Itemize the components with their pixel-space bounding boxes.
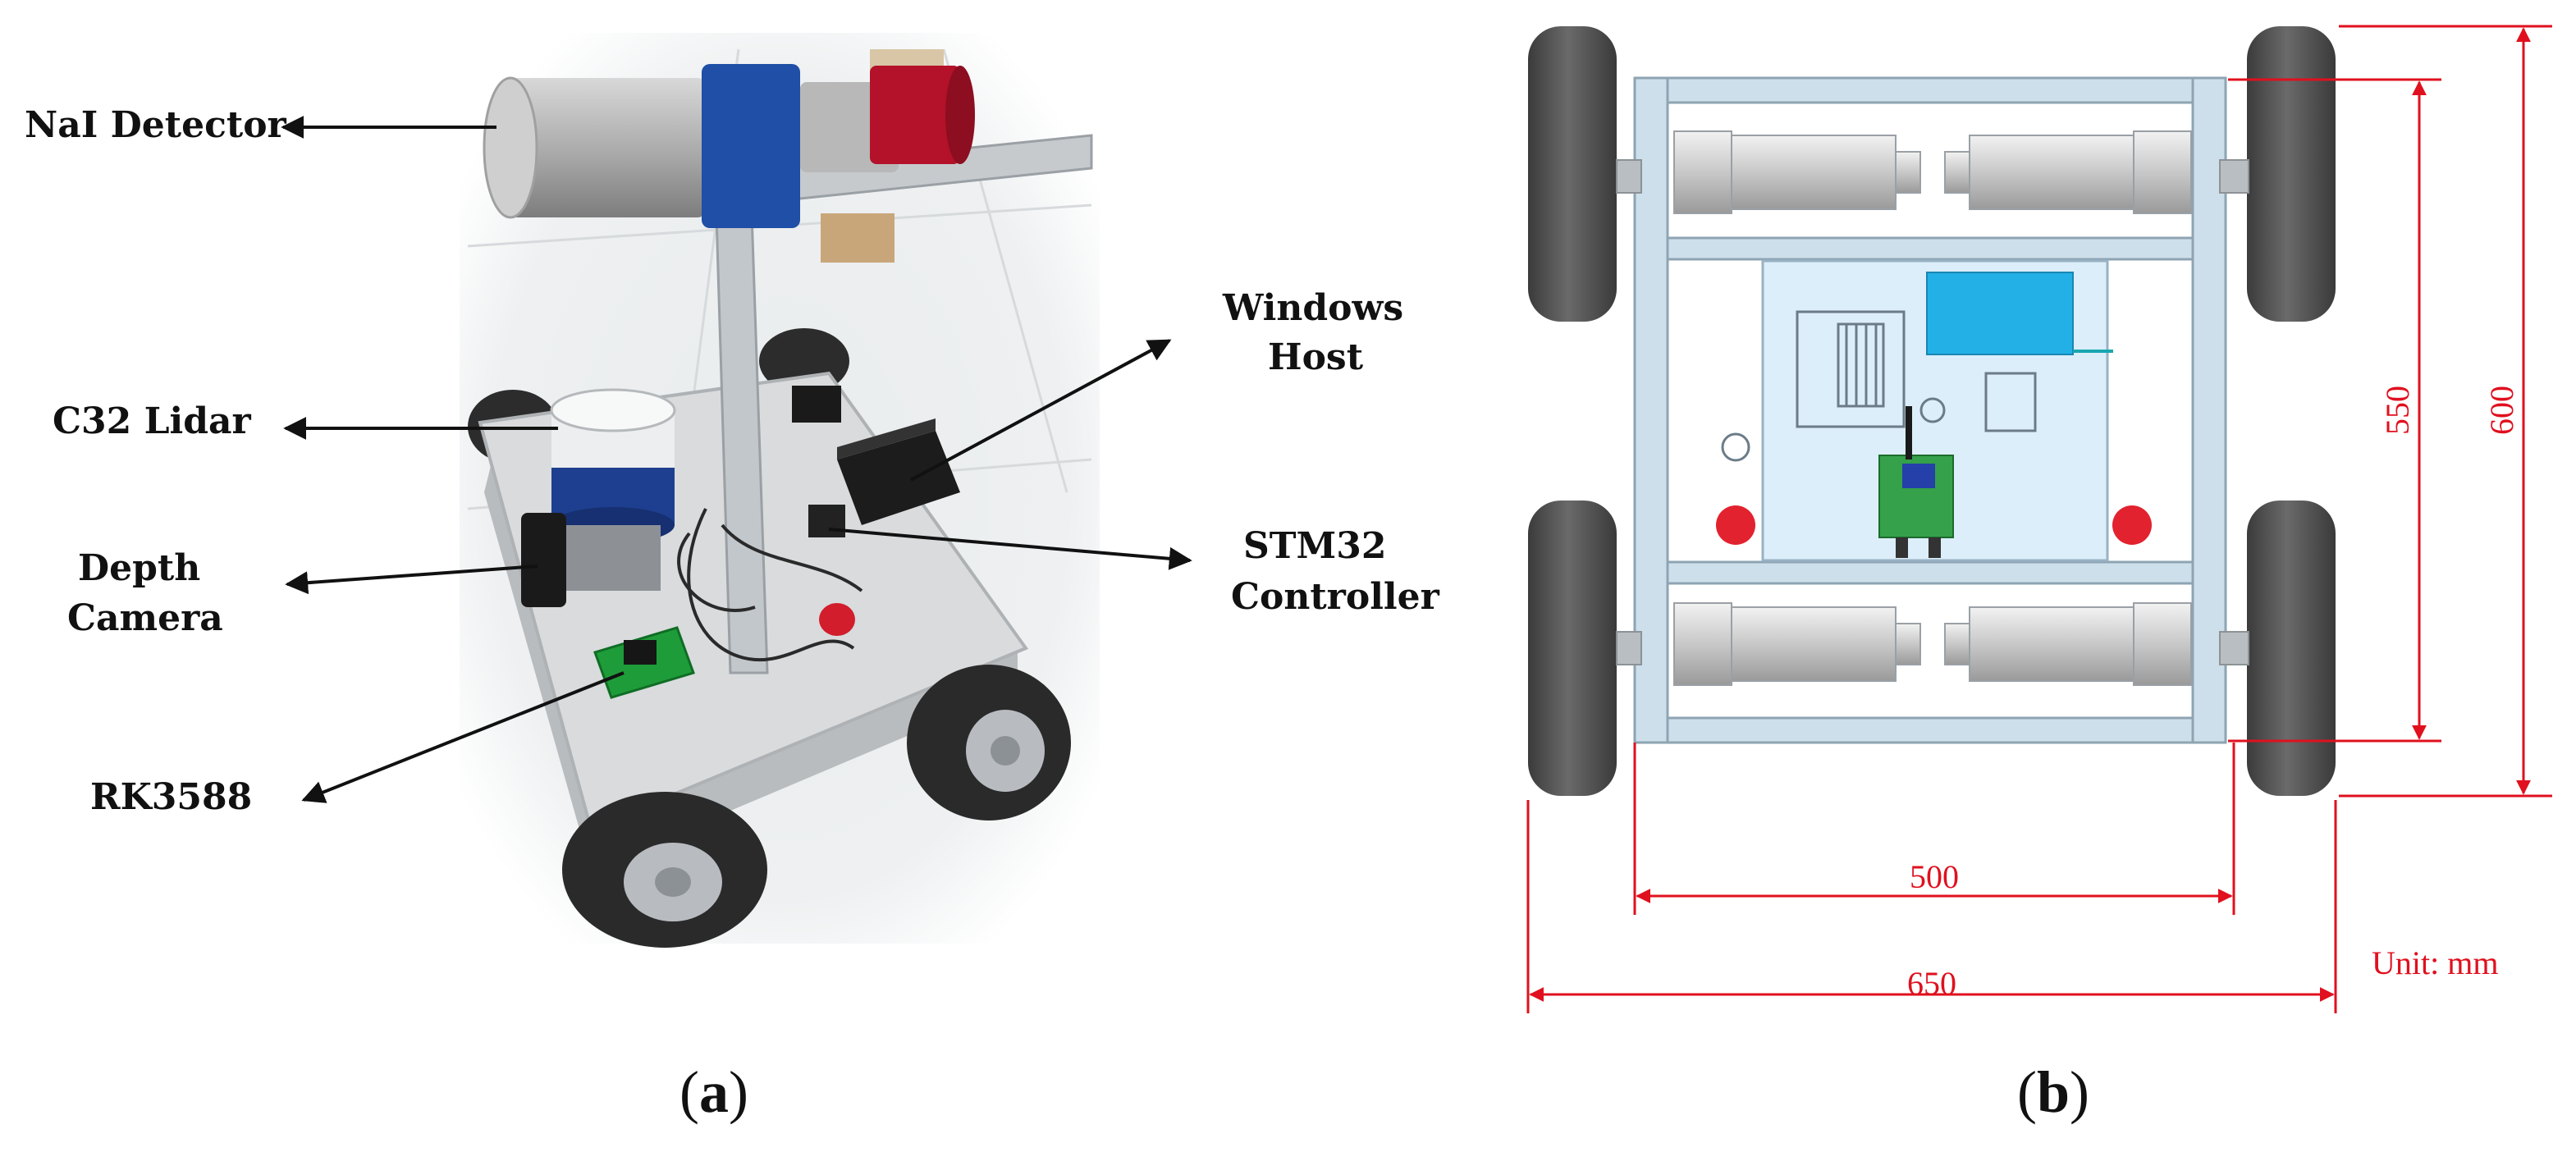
arrow-depth-camera <box>285 565 538 595</box>
front-left-wheel <box>562 792 767 948</box>
unit-label: Unit: mm <box>2372 944 2498 981</box>
panel-b-dimension-labels: 550 600 500 650 Unit: mm (b) <box>1907 386 2520 1125</box>
panel-a-photo <box>460 33 1100 948</box>
wheel-top-left <box>1528 26 1617 322</box>
label-rk3588: RK3588 <box>90 776 252 818</box>
motors <box>1673 130 2192 686</box>
small-box-device <box>792 386 841 423</box>
depth-camera-device <box>521 513 566 607</box>
lidar-device <box>550 388 676 591</box>
rk3588-device <box>593 626 695 699</box>
label-windows-host-line2: Host <box>1268 336 1364 378</box>
chassis-side <box>484 459 1018 870</box>
wheel-top-right <box>2247 26 2336 322</box>
nai-detector-device <box>483 64 975 228</box>
windows-host-top <box>837 418 936 459</box>
circuit-board <box>1721 310 2037 462</box>
arrow-rk3588 <box>301 671 625 803</box>
front-right-wheel <box>907 665 1071 821</box>
dimension-label-600: 600 <box>2483 386 2520 435</box>
axle-stubs <box>1616 159 2249 665</box>
emergency-button <box>819 603 855 636</box>
label-c32-lidar: C32 Lidar <box>53 400 251 442</box>
label-depth-camera-line2: Camera <box>67 597 223 639</box>
label-depth-camera-line1: Depth <box>78 547 200 589</box>
wheel-bottom-left <box>1528 501 1617 796</box>
panel-b-drawing <box>1528 26 2336 796</box>
red-button-right <box>2112 505 2152 545</box>
background-box <box>821 213 895 263</box>
caption-a: (a) <box>679 1059 748 1125</box>
panel-b-dimensions <box>1526 25 2552 1013</box>
dimension-label-550: 550 <box>2379 386 2416 435</box>
red-button-left <box>1716 505 1755 545</box>
battery-box <box>1926 272 2074 355</box>
dimension-label-650: 650 <box>1907 965 1956 1002</box>
panel-a-labels: NaI Detector C32 Lidar Depth Camera RK35… <box>25 104 1440 1125</box>
label-stm32-line1: STM32 <box>1243 525 1386 567</box>
arrow-stm32 <box>828 528 1192 570</box>
label-nai-detector: NaI Detector <box>25 104 287 146</box>
dimension-label-500: 500 <box>1910 858 1959 895</box>
stm32-device <box>808 505 845 537</box>
label-stm32-line2: Controller <box>1231 576 1440 618</box>
windows-host-device <box>837 431 960 525</box>
rk-board-top <box>1878 406 1954 558</box>
cables <box>677 508 863 662</box>
wheel-bottom-right <box>2247 501 2336 796</box>
arrow-windows-host <box>910 339 1172 482</box>
label-windows-host-line1: Windows <box>1222 287 1403 329</box>
caption-b: (b) <box>2017 1059 2089 1125</box>
